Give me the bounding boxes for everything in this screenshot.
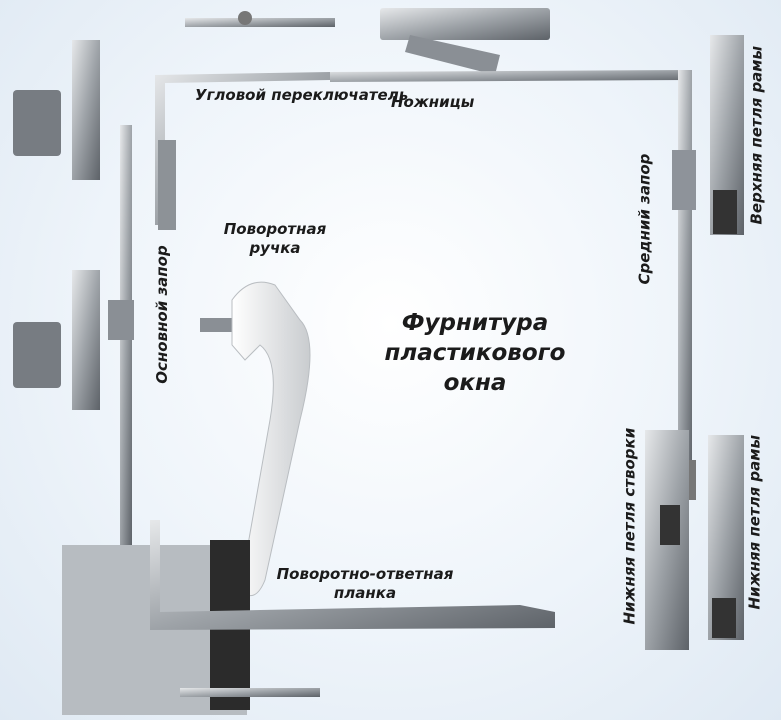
label-middle-lock: Средний запор [635, 153, 654, 285]
diagram-title: Фурнитура пластикового окна [384, 310, 566, 396]
bottom-hinges-part [645, 430, 744, 650]
label-strike-plate: Поворотно-ответная планка [276, 565, 454, 602]
left-hinges-part [13, 40, 100, 410]
label-text: Угловой переключатель [195, 86, 409, 104]
label-bottom-sash-hinge: Нижняя петля створки [620, 427, 639, 625]
label-top-frame-hinge: Верхняя петля рамы [747, 45, 766, 225]
main-lock-part [108, 125, 134, 545]
handle-part [200, 281, 311, 597]
scissors-part [330, 8, 690, 82]
label-main-lock: Основной запор [153, 245, 171, 384]
label-scissors: Ножницы [391, 93, 475, 111]
corner-switch-part [155, 11, 335, 230]
label-handle: Поворотная ручка [223, 220, 327, 257]
strike-plate-part [62, 520, 555, 715]
top-frame-hinge-part [710, 35, 744, 235]
label-bottom-frame-hinge: Нижняя петля рамы [745, 434, 764, 610]
label-corner-switch: Угловой переключатель [195, 86, 408, 105]
